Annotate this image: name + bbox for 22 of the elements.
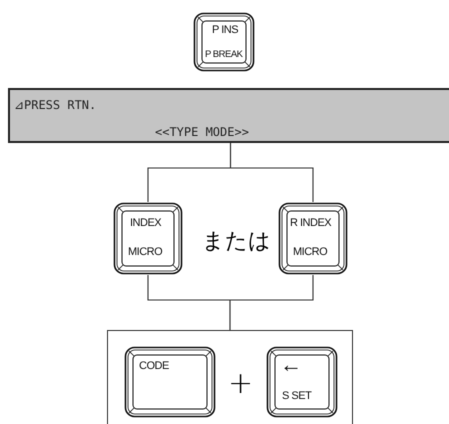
key: [278, 202, 348, 275]
key: [266, 346, 338, 418]
key: [113, 202, 183, 275]
or-text: または: [202, 227, 271, 255]
display-panel: [8, 88, 449, 143]
key-label: ←: [280, 352, 302, 378]
plus-sign: +: [228, 366, 254, 401]
display-text: <<TYPE MODE>>: [155, 125, 249, 139]
connector-line: [230, 143, 314, 202]
key: [193, 12, 255, 72]
key-label: P BREAK: [205, 49, 243, 60]
key-label: MICRO: [293, 246, 328, 258]
key-label: INDEX: [130, 217, 162, 229]
key-label: R INDEX: [290, 217, 332, 229]
connector-line: [229, 275, 314, 330]
display-text: ⊿PRESS RTN.: [14, 98, 96, 112]
key-label: MICRO: [128, 246, 162, 258]
key-group-box: [107, 330, 353, 424]
key-label: CODE: [139, 360, 169, 372]
key-label: P INS: [212, 24, 238, 36]
key: [124, 346, 216, 418]
key-label: S SET: [282, 390, 312, 402]
